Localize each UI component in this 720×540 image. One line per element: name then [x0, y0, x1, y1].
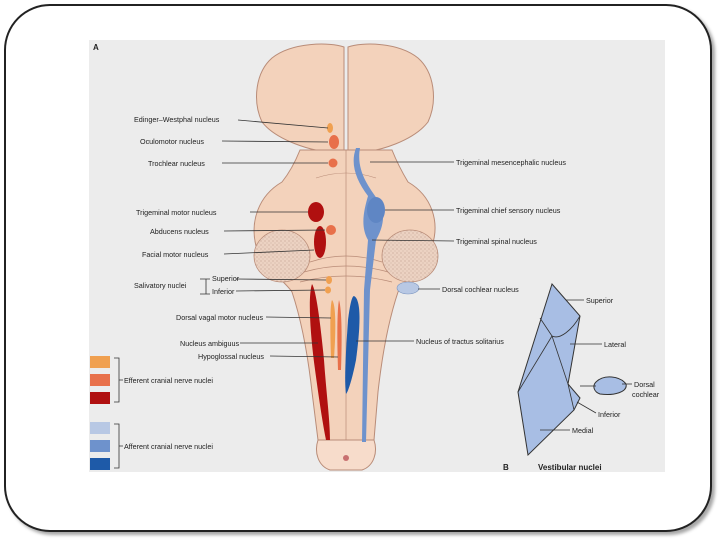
label-b-cochlear: cochlear [632, 390, 660, 399]
dorsal-cochlear-nucleus [396, 281, 420, 295]
label-trochlear: Trochlear nucleus [148, 159, 205, 168]
panel-a-label: A [93, 43, 99, 52]
label-b-superior: Superior [586, 296, 614, 305]
hypoglossal-nucleus [337, 300, 342, 370]
legend-swatch-afferent-1 [90, 422, 110, 434]
panel-b-label: B [503, 463, 509, 472]
inferior-salivatory-nucleus [325, 286, 331, 294]
label-hypoglossal: Hypoglossal nucleus [198, 352, 264, 361]
label-trigeminal-spinal: Trigeminal spinal nucleus [456, 237, 537, 246]
label-nucleus-ambiguus: Nucleus ambiguus [180, 339, 240, 348]
label-superior-salivatory: Superior [212, 274, 240, 283]
leader-lines [200, 119, 455, 358]
trigeminal-motor-nucleus [308, 202, 324, 222]
label-tractus-solitarius: Nucleus of tractus solitarius [416, 337, 504, 346]
label-inferior-salivatory: Inferior [212, 287, 235, 296]
label-b-lateral: Lateral [604, 340, 626, 349]
legend-swatch-afferent-3 [90, 458, 110, 470]
trigeminal-chief-sensory-nucleus [367, 197, 385, 223]
nuclei [308, 123, 420, 442]
label-trigeminal-motor: Trigeminal motor nucleus [136, 208, 217, 217]
label-edinger-westphal: Edinger–Westphal nucleus [134, 115, 220, 124]
label-facial-motor: Facial motor nucleus [142, 250, 209, 259]
legend-afferent-label: Afferent cranial nerve nuclei [124, 442, 213, 451]
legend-swatch-efferent-2 [90, 374, 110, 386]
label-b-dorsal: Dorsal [634, 380, 655, 389]
label-salivatory: Salivatory nuclei [134, 281, 187, 290]
tractus-solitarius-nucleus [345, 296, 360, 394]
legend-swatch-afferent-2 [90, 440, 110, 452]
label-oculomotor: Oculomotor nucleus [140, 137, 204, 146]
label-b-caption: Vestibular nuclei [538, 463, 602, 472]
abducens-nucleus [326, 225, 336, 235]
facial-motor-nucleus [314, 226, 326, 258]
legend-swatch-efferent-1 [90, 356, 110, 368]
legend-bracket-afferent [114, 423, 123, 469]
superior-salivatory-nucleus [326, 276, 332, 284]
legend-swatch-efferent-3 [90, 392, 110, 404]
dorsal-cochlear-b [593, 376, 627, 395]
legend-bracket-efferent [114, 357, 123, 403]
label-dorsal-vagal-motor: Dorsal vagal motor nucleus [176, 313, 263, 322]
brainstem-outline [253, 43, 439, 471]
label-dorsal-cochlear: Dorsal cochlear nucleus [442, 285, 519, 294]
legend: Efferent cranial nerve nuclei Afferent c… [90, 356, 213, 470]
edinger-westphal-nucleus [327, 123, 333, 133]
label-b-inferior: Inferior [598, 410, 621, 419]
legend-efferent-label: Efferent cranial nerve nuclei [124, 376, 213, 385]
label-trigeminal-chief-sensory: Trigeminal chief sensory nucleus [456, 206, 561, 215]
label-trigeminal-mesencephalic: Trigeminal mesencephalic nucleus [456, 158, 566, 167]
label-b-medial: Medial [572, 426, 594, 435]
dorsal-vagal-motor-nucleus [330, 300, 336, 358]
trochlear-nucleus [328, 158, 338, 168]
oculomotor-nucleus [329, 135, 339, 149]
nucleus-ambiguus [309, 284, 330, 440]
vestibular-nuclei-diagram [517, 283, 632, 457]
label-abducens: Abducens nucleus [150, 227, 209, 236]
